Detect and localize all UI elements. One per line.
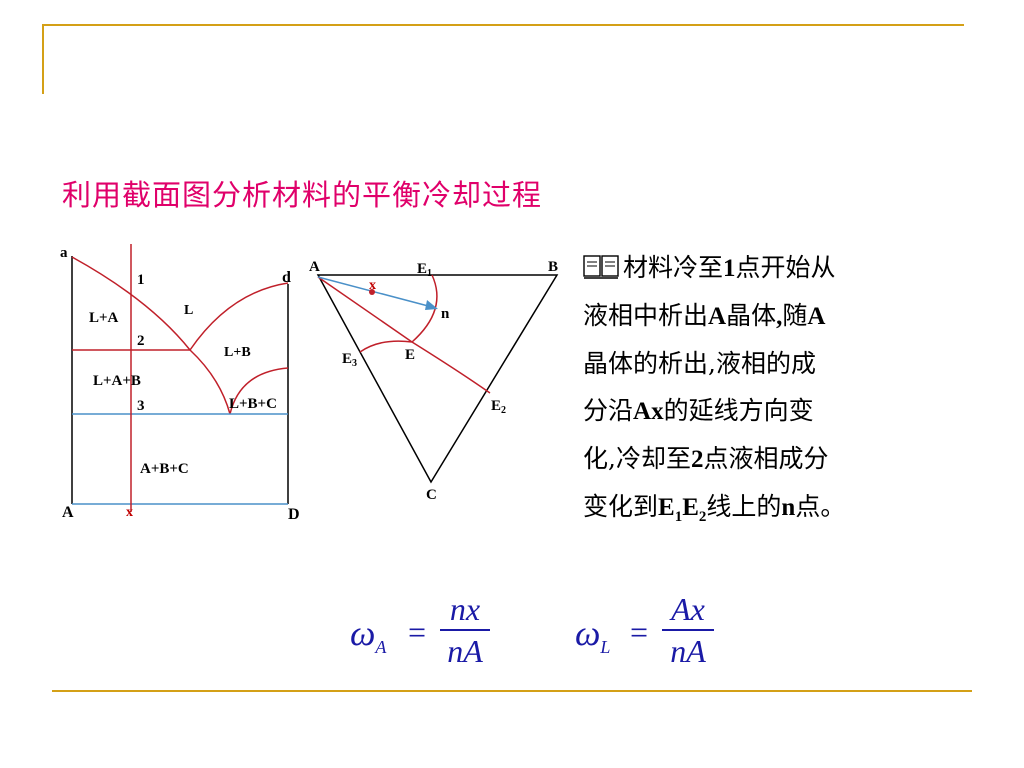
formula-A-denominator: nA — [447, 633, 483, 669]
formula-L-fraction: Ax nA — [662, 592, 714, 668]
formula-A-symbol: ωA — [350, 613, 387, 658]
formula-L-numerator: Ax — [671, 591, 705, 627]
formula-L-symbol: ωL — [575, 613, 611, 658]
formula-L-equals: = — [630, 614, 649, 650]
point-E3-label: E3 — [342, 351, 357, 369]
region-LA-label: L+A — [89, 310, 119, 326]
corner-D-label: D — [288, 506, 300, 523]
corner-d-label: d — [282, 269, 291, 286]
corner-A-label: A — [62, 504, 74, 521]
point-E-label: E — [405, 347, 415, 363]
point-3-label: 3 — [137, 398, 145, 414]
region-LB-label: L+B — [224, 345, 251, 360]
formula-A-fraction: nx nA — [440, 592, 490, 668]
book-icon — [583, 255, 619, 279]
region-LBC-label: L+B+C — [229, 396, 277, 412]
point-E2-label: E2 — [491, 398, 506, 416]
frame-bottom-rule — [52, 690, 972, 692]
arrow-head — [425, 300, 438, 310]
desc-line-1: 材料冷至1点开始从 — [623, 253, 836, 282]
composition-x-label: x — [126, 505, 133, 520]
vertex-B-label: B — [548, 259, 558, 275]
desc-line-4: 分沿Ax的延线方向变 — [583, 396, 814, 425]
formula-A-equals: = — [408, 614, 427, 650]
vertex-C-label: C — [426, 487, 437, 503]
desc-line-5: 化,冷却至2点液相成分 — [583, 444, 829, 473]
desc-line-2: 液相中析出A晶体,随A — [583, 301, 826, 330]
triangle-outline — [316, 274, 559, 484]
formula-L-denominator: nA — [670, 633, 706, 669]
section-diagram: a d A D x 1 2 3 L L+A L+B L+A+B L+B+C A+… — [60, 244, 300, 523]
point-x-label: x — [369, 278, 376, 293]
curve-E-E2 — [411, 341, 491, 394]
lbc-boundary — [229, 367, 289, 415]
frame-top-rule — [42, 24, 964, 26]
composition-triangle: A B C x n E E1 E2 E3 — [309, 259, 559, 503]
desc-line-3: 晶体的析出,液相的成 — [583, 349, 816, 378]
curve-E3-E — [359, 340, 413, 353]
point-E1-label: E1 — [417, 261, 432, 279]
curve-E1-E — [411, 274, 438, 343]
region-LAB-label: L+A+B — [93, 373, 141, 389]
formula-A-bar — [440, 629, 490, 631]
point-2-label: 2 — [137, 333, 145, 349]
point-x-marker — [369, 289, 375, 295]
liquidus-left — [71, 256, 191, 351]
region-ABC-label: A+B+C — [140, 461, 189, 477]
corner-a-label: a — [60, 245, 68, 261]
formula-L-bar — [662, 629, 714, 631]
vertex-A-label: A — [309, 259, 320, 275]
liquidus-right — [189, 282, 289, 351]
slide-title: 利用截面图分析材料的平衡冷却过程 — [62, 178, 543, 212]
formula-A-numerator: nx — [449, 591, 481, 627]
description-text: 材料冷至1点开始从 液相中析出A晶体,随A 晶体的析出,液相的成 分沿Ax的延线… — [583, 244, 943, 541]
frame-left-rule — [42, 24, 44, 94]
point-1-label: 1 — [137, 272, 145, 288]
region-L-label: L — [184, 303, 193, 318]
desc-line-6: 变化到E1E2线上的n点。 — [583, 492, 846, 525]
line-A-E — [317, 276, 413, 343]
ternary-boundary — [189, 349, 231, 415]
point-n-label: n — [441, 306, 450, 322]
